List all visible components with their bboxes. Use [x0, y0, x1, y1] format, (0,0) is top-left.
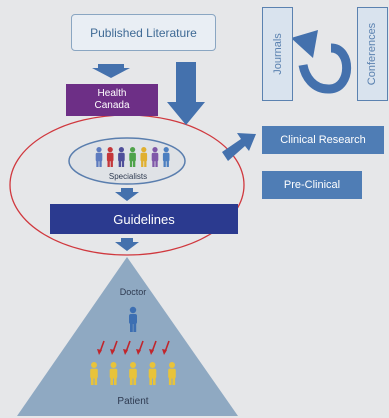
- red-arrow-head: [123, 349, 128, 355]
- published-literature-label: Published Literature: [90, 25, 197, 40]
- patient-person-icon: [148, 362, 157, 385]
- patient-label: Patient: [117, 396, 149, 407]
- guidelines-box: Guidelines: [50, 204, 238, 234]
- doctor-label: Doctor: [119, 287, 147, 297]
- arrow-specialists-to-guidelines: [115, 188, 139, 201]
- patient-person-icon: [109, 362, 118, 385]
- patients-people-icons: [90, 362, 176, 385]
- red-arrow-head: [149, 349, 154, 355]
- patient-person-icon: [129, 362, 137, 385]
- conferences-box: Conferences: [357, 7, 388, 101]
- red-arrow-head: [162, 349, 167, 355]
- health-canada-label: Health Canada: [94, 88, 130, 111]
- guidelines-label: Guidelines: [113, 211, 175, 227]
- red-arrow-head: [136, 349, 141, 355]
- highlight-oval: [9, 114, 245, 256]
- journals-box: Journals: [262, 7, 293, 101]
- journals-label: Journals: [271, 33, 284, 75]
- arrow-literature-to-specialists: [167, 62, 205, 125]
- published-literature-box: Published Literature: [71, 14, 216, 51]
- curved-arrow-conferences-to-journals: [298, 43, 352, 94]
- specialist-person-icon: [151, 147, 159, 167]
- arrow-to-clinical-research: [222, 133, 256, 161]
- specialist-person-icon: [118, 147, 125, 167]
- doctor-patient-pyramid: [17, 257, 238, 416]
- doctor-person-icon: [129, 306, 137, 332]
- specialists-label: Specialists: [108, 172, 148, 181]
- specialist-person-icon: [140, 147, 148, 167]
- specialist-person-icon: [162, 147, 170, 167]
- pre-clinical-box: Pre-Clinical: [262, 171, 362, 199]
- specialist-person-icon: [129, 147, 136, 167]
- clinical-research-label: Clinical Research: [280, 134, 366, 146]
- arrow-guidelines-to-doctor: [115, 238, 139, 251]
- red-arrow-head: [97, 349, 102, 355]
- patient-person-icon: [168, 362, 176, 385]
- specialists-people-icons: [95, 147, 170, 167]
- conferences-label: Conferences: [366, 22, 379, 86]
- clinical-research-box: Clinical Research: [262, 126, 384, 154]
- red-arrows-doctor-to-patients: [97, 340, 170, 355]
- pre-clinical-label: Pre-Clinical: [283, 179, 341, 191]
- specialist-person-icon: [106, 147, 114, 167]
- health-canada-box: Health Canada: [66, 84, 158, 116]
- patient-person-icon: [90, 362, 98, 385]
- red-arrow-head: [110, 349, 115, 355]
- curved-arrow-head: [291, 30, 318, 58]
- arrow-to-health-canada: [92, 64, 130, 78]
- specialist-person-icon: [95, 147, 103, 167]
